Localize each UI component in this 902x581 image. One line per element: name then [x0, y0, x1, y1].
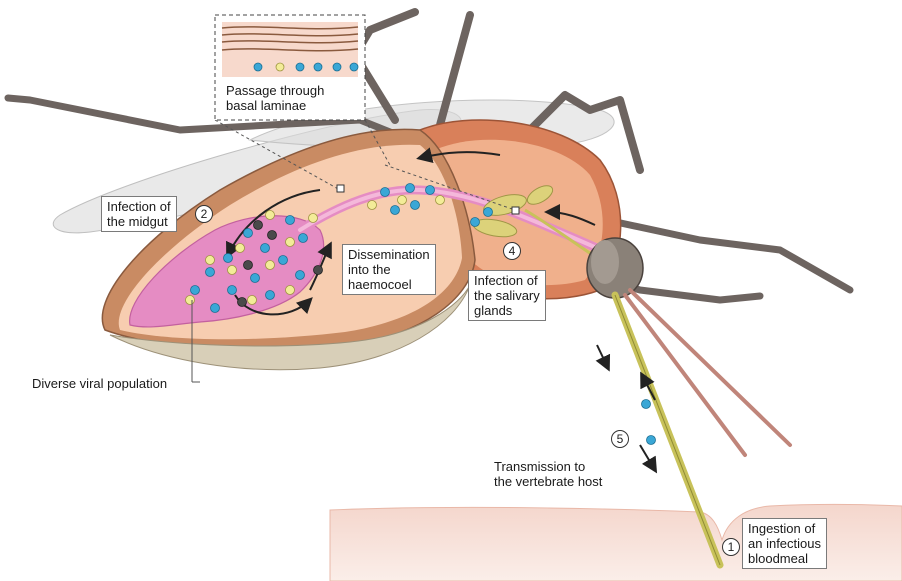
step-4-badge: 4: [503, 242, 521, 260]
salivary-label: Infection of the salivary glands: [468, 270, 546, 321]
palps: [625, 290, 790, 455]
step-5-badge: 5: [611, 430, 629, 448]
step-1-badge: 1: [722, 538, 740, 556]
haemocoel-label: Dissemination into the haemocoel: [342, 244, 436, 295]
midgut-label: Infection of the midgut: [101, 196, 177, 232]
bloodmeal-label: Ingestion of an infectious bloodmeal: [742, 518, 827, 569]
inset-marker: [337, 185, 344, 192]
viral-population-label: Diverse viral population: [32, 376, 167, 391]
inset-marker-2: [512, 207, 519, 214]
step-2-badge: 2: [195, 205, 213, 223]
transmission-label: Transmission to the vertebrate host: [494, 459, 602, 489]
inset-caption: Passage through basal laminae: [226, 83, 324, 113]
